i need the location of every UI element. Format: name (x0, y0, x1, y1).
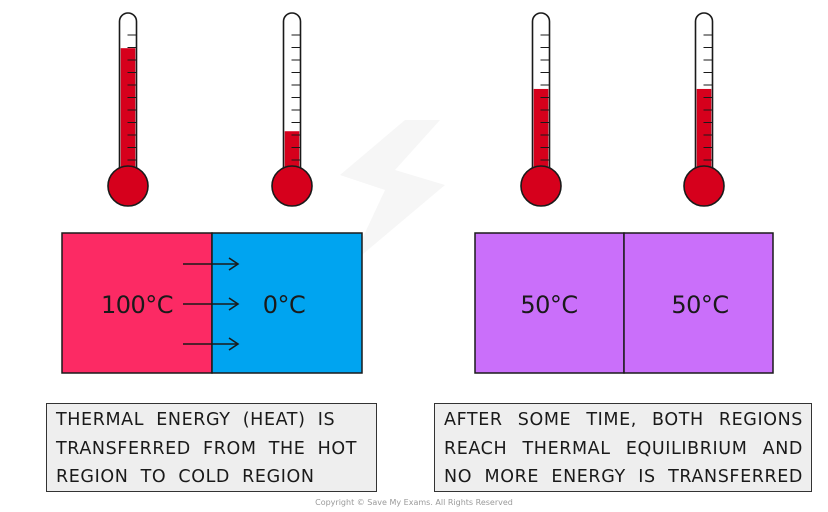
caption-line: REGION TO COLD REGION (56, 467, 315, 487)
cold-thermometer (271, 12, 313, 207)
heat-transfer-arrows (183, 257, 240, 351)
equilibrium-right-temperature: 50°C (671, 291, 728, 319)
equilibrium-left-temperature: 50°C (520, 291, 577, 319)
thermometer-bulb (683, 165, 725, 207)
mercury-column (533, 88, 549, 178)
bulb-neck (284, 170, 300, 178)
heat-flow-arrow (183, 297, 240, 311)
caption-line: THERMAL ENERGY (HEAT) IS (56, 410, 336, 430)
hot-region-temperature: 100°C (101, 291, 173, 319)
thermometer-bulb (271, 165, 313, 207)
caption-line: REACH THERMAL EQUILIBRIUM AND (444, 438, 803, 459)
equilibrium-region-right (623, 232, 774, 374)
mercury-column (120, 48, 136, 179)
hot-region-block (61, 232, 213, 374)
copyright-notice: Copyright © Save My Exams. All Rights Re… (315, 498, 513, 507)
thermometer-bulb (520, 165, 562, 207)
watermark-logo (340, 120, 445, 265)
hot-thermometer (107, 12, 149, 207)
heat-transfer-caption: THERMAL ENERGY (HEAT) IS TRANSFERRED FRO… (46, 403, 377, 492)
bulb-neck (120, 170, 136, 178)
bulb-neck (533, 170, 549, 178)
cold-region-temperature: 0°C (263, 291, 306, 319)
equilibrium-caption: AFTER SOME TIME, BOTH REGIONS REACH THER… (434, 403, 812, 492)
caption-line: TRANSFERRED FROM THE HOT (56, 438, 358, 459)
heat-flow-arrow (183, 257, 240, 271)
caption-line: AFTER SOME TIME, BOTH REGIONS (444, 410, 803, 430)
equilibrium-thermometer-left (520, 12, 562, 207)
equilibrium-thermometer-right (683, 12, 725, 207)
thermometer-bulb (107, 165, 149, 207)
mercury-column (696, 88, 712, 178)
heat-flow-arrow (183, 337, 240, 351)
bulb-neck (696, 170, 712, 178)
equilibrium-region-left (474, 232, 625, 374)
caption-line: NO MORE ENERGY IS TRANSFERRED (444, 467, 803, 487)
